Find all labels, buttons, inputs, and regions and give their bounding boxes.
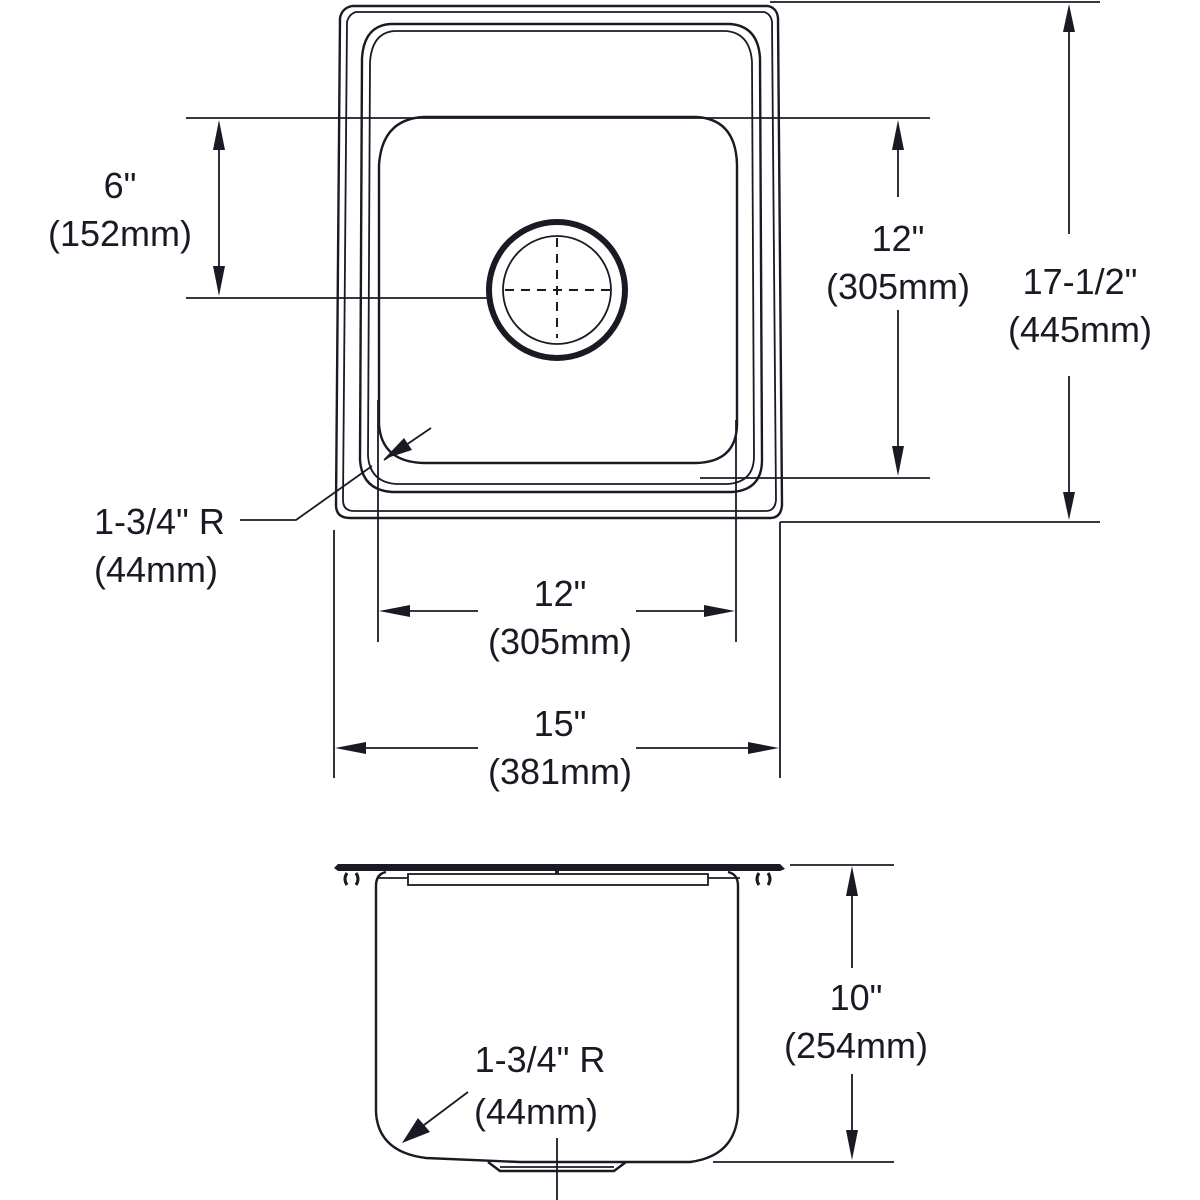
dim-overall-length: 17-1/2" (445mm) (1008, 4, 1152, 520)
overall-length-mm: (445mm) (1008, 309, 1152, 350)
dim-drain-offset: 6" (152mm) (48, 120, 225, 296)
bowl-profile (374, 870, 740, 1164)
drain-inner-ring (502, 235, 612, 345)
dim-corner-radius-top: 1-3/4" R (44mm) (94, 427, 432, 590)
corner-radius-side-mm: (44mm) (474, 1091, 598, 1132)
dim-overall-width: 15" (381mm) (335, 703, 779, 792)
rim-flange (334, 864, 785, 871)
mounting-clip-right (755, 872, 772, 886)
depth-mm: (254mm) (784, 1025, 928, 1066)
bowl-length-mm: (305mm) (826, 266, 970, 307)
depth-inch: 10" (830, 977, 883, 1018)
bowl-width-inch: 12" (534, 573, 587, 614)
outer-rim-inner-line (342, 11, 777, 512)
inner-rim-inner-line (367, 30, 755, 485)
dim-depth: 10" (254mm) (784, 866, 928, 1160)
bowl-length-inch: 12" (872, 218, 925, 259)
dim-bowl-length: 12" (305mm) (826, 120, 970, 476)
rim-reinforcement (407, 873, 709, 886)
side-view (334, 864, 785, 1200)
corner-radius-top-inch: 1-3/4" R (94, 501, 225, 542)
drain-outer-ring (486, 219, 628, 361)
top-view (334, 4, 784, 520)
corner-radius-top-mm: (44mm) (94, 549, 218, 590)
mounting-clip-left (343, 872, 360, 886)
drain-offset-mm: (152mm) (48, 213, 192, 254)
outer-rim (334, 4, 784, 520)
side-extension-lines (713, 864, 894, 1163)
dim-corner-radius-side: 1-3/4" R (44mm) (402, 1039, 605, 1143)
bowl-floor (377, 115, 739, 465)
overall-width-inch: 15" (534, 703, 587, 744)
overall-width-mm: (381mm) (488, 751, 632, 792)
bowl-width-mm: (305mm) (488, 621, 632, 662)
dim-bowl-width: 12" (305mm) (379, 573, 735, 662)
extension-lines (186, 1, 1100, 778)
corner-radius-side-inch: 1-3/4" R (475, 1039, 606, 1080)
drain-offset-inch: 6" (104, 165, 137, 206)
inner-rim (358, 22, 764, 494)
overall-length-inch: 17-1/2" (1023, 261, 1138, 302)
